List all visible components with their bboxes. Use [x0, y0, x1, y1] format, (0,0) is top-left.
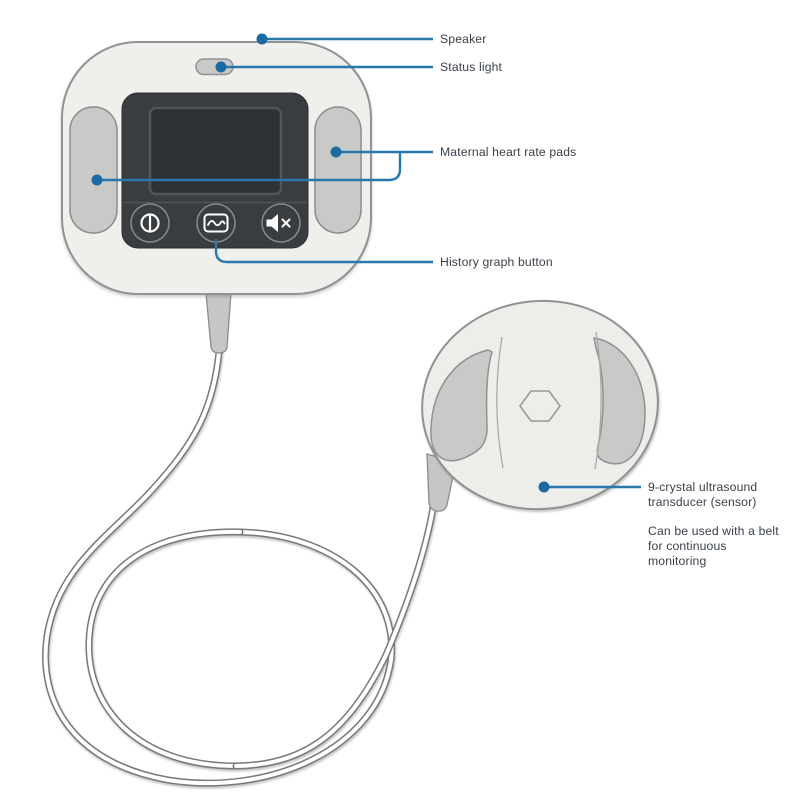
history-button-label: History graph button: [440, 255, 553, 269]
right-pad-callout-dot: [330, 146, 342, 158]
speaker-label: Speaker: [440, 32, 487, 46]
transducer-label: 9-crystal ultrasound transducer (sensor): [648, 480, 758, 509]
transducer-note: Can be used with a belt for continuous m…: [648, 524, 779, 568]
power-icon: [140, 213, 160, 233]
cable: [42, 348, 438, 787]
right-maternal-pad: [314, 106, 362, 234]
device-cable-connector: [205, 292, 232, 354]
sensor-right-groove: [594, 331, 602, 470]
sensor-left-grip-pad: [430, 349, 493, 462]
power-button: [130, 203, 170, 243]
mute-icon: [266, 214, 291, 232]
left-pad-callout-dot: [91, 174, 103, 186]
left-pad-callout-line: [97, 153, 402, 182]
callout-dots: [91, 33, 550, 493]
display-screen: [148, 106, 283, 196]
hexagon-mark: [519, 390, 561, 422]
status-light-callout-dot: [215, 61, 227, 73]
sensor-right-grip-pad: [593, 337, 646, 465]
mute-button: [261, 203, 301, 243]
monitor-device: [61, 41, 372, 295]
callout-lines: [97, 37, 641, 489]
left-maternal-pad: [69, 106, 118, 234]
maternal-pads-label: Maternal heart rate pads: [440, 145, 577, 159]
speaker-callout-dot: [256, 33, 268, 45]
history-graph-icon: [203, 213, 229, 233]
ultrasound-transducer: [421, 299, 659, 511]
transducer-callout-dot: [538, 481, 550, 493]
history-button-callout-line: [214, 239, 433, 264]
sensor-left-groove: [496, 336, 504, 469]
status-light-label: Status light: [440, 60, 503, 74]
